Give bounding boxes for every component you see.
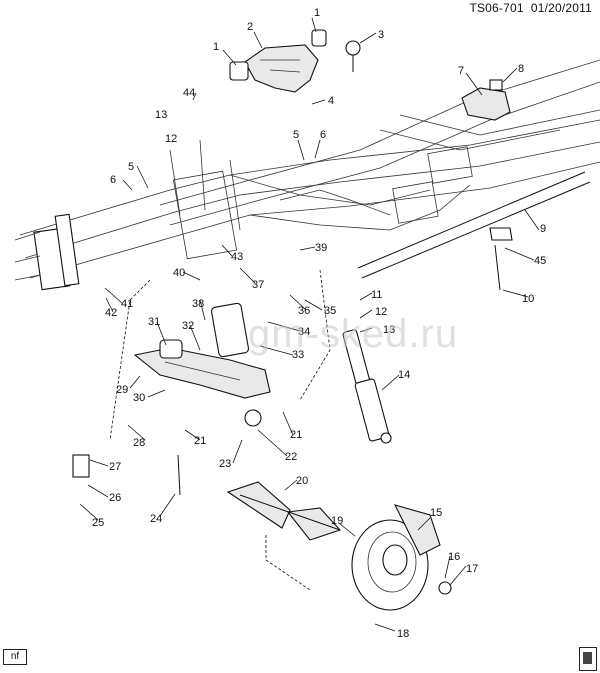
callout-17: 17	[466, 563, 478, 575]
callout-20: 20	[296, 475, 308, 487]
callout-6b: 6	[320, 129, 326, 141]
callout-24: 24	[150, 513, 162, 525]
callout-13b: 13	[383, 324, 395, 336]
callout-21a: 21	[194, 435, 206, 447]
callout-6a: 6	[110, 174, 116, 186]
stabilizer-bar	[9, 408, 182, 496]
diagram-date: 01/20/2011	[530, 1, 592, 15]
callout-42: 42	[105, 307, 117, 319]
callout-38: 38	[192, 298, 204, 310]
callout-28: 28	[133, 437, 145, 449]
diagram-header: TS06-701 01/20/2011	[469, 1, 592, 15]
callout-2: 2	[247, 21, 253, 33]
callout-29: 29	[116, 384, 128, 396]
callout-37: 37	[252, 279, 264, 291]
callout-5a: 5	[128, 161, 134, 173]
watermark: gm-sked.ru	[248, 312, 459, 356]
callout-33: 33	[292, 349, 304, 361]
callout-32: 32	[182, 320, 194, 332]
callout-9: 9	[540, 223, 546, 235]
upper-control-arm	[229, 29, 361, 93]
callout-19: 19	[331, 515, 343, 527]
callout-44: 44	[183, 87, 195, 99]
gm-logo-icon	[579, 647, 597, 671]
callout-13a: 13	[155, 109, 167, 121]
callout-35: 35	[324, 305, 336, 317]
callout-26: 26	[109, 492, 121, 504]
callout-23: 23	[219, 458, 231, 470]
callout-16: 16	[448, 551, 460, 563]
callout-18: 18	[397, 628, 409, 640]
callout-43: 43	[231, 251, 243, 263]
diagram-code: TS06-701	[469, 1, 524, 15]
leader-lines	[79, 17, 540, 632]
callout-22: 22	[285, 451, 297, 463]
mount-7	[461, 79, 511, 121]
callout-12a: 12	[165, 133, 177, 145]
callout-40: 40	[173, 267, 185, 279]
callout-25: 25	[92, 517, 104, 529]
callout-4: 4	[328, 95, 334, 107]
callout-39: 39	[315, 242, 327, 254]
callout-14: 14	[398, 369, 410, 381]
callout-45: 45	[534, 255, 546, 267]
frame-rails	[14, 59, 600, 291]
callout-1a: 1	[213, 41, 219, 53]
callout-27: 27	[109, 461, 121, 473]
callout-41: 41	[121, 298, 133, 310]
callout-10: 10	[522, 293, 534, 305]
callout-11: 11	[371, 289, 382, 301]
transverse-rod-9	[357, 171, 591, 291]
callout-12b: 12	[375, 306, 387, 318]
callout-labels: 1 1 2 3 4 5 5 6 6 7 8 9 10 11 12 12 13 1…	[92, 7, 546, 640]
callout-8: 8	[518, 63, 524, 75]
callout-5b: 5	[293, 129, 299, 141]
callout-34: 34	[298, 326, 310, 338]
callout-1b: 1	[314, 7, 320, 19]
hub-rotor	[351, 504, 452, 611]
callout-21b: 21	[290, 429, 302, 441]
callout-30: 30	[133, 392, 145, 404]
drive-axle	[226, 481, 341, 541]
callout-3: 3	[378, 29, 384, 41]
callout-36: 36	[298, 305, 310, 317]
callout-31: 31	[148, 316, 160, 328]
callout-7: 7	[458, 65, 464, 77]
callout-15: 15	[430, 507, 442, 519]
nf-badge: nf	[3, 649, 27, 665]
shock-absorber	[342, 329, 392, 444]
